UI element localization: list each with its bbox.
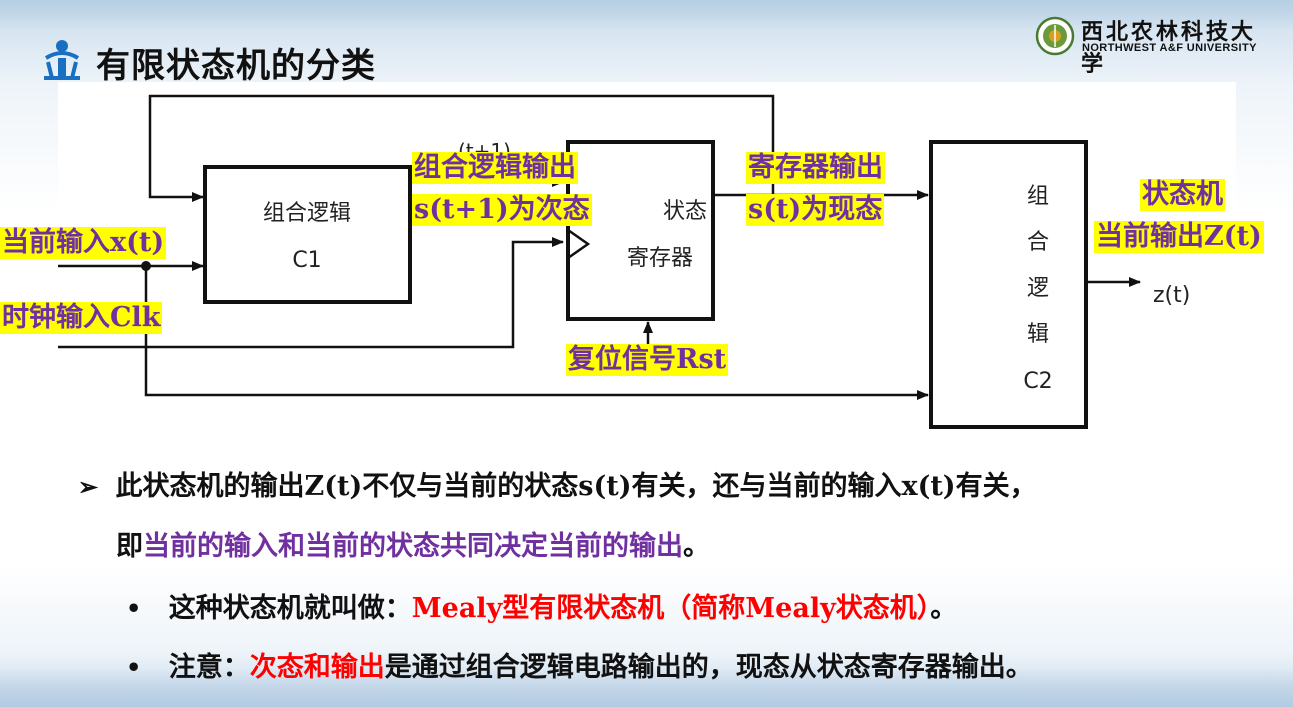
bullet-2: • 这种状态机就叫做：Mealy型有限状态机（简称Mealy状态机）。 <box>126 586 957 625</box>
diagram-lines: 组合逻辑 C1 状态 寄存器 组 合 逻 辑 C2 z(t) (t+1) <box>58 94 1190 429</box>
feedback-line <box>148 94 775 202</box>
bullet-1-text-a: 此状态机的输出Z(t)不仅与当前的状态s(t)有关，还与当前的输入x(t)有关， <box>115 471 1037 502</box>
comb-out-label-1: 组合逻辑输出 <box>412 152 578 184</box>
bullet-1-suffix: 。 <box>683 531 710 562</box>
box-c2 <box>929 140 1088 429</box>
mealy-fsm-diagram: 组合逻辑 C1 状态 寄存器 组 合 逻 辑 C2 z(t) (t+1) 组合逻… <box>0 82 1264 434</box>
c2-label: C2 <box>1023 369 1052 394</box>
reg-label-2: 寄存器 <box>627 246 693 271</box>
bottom-band <box>0 667 1293 707</box>
reg-out-label-1: 寄存器输出 <box>746 152 885 184</box>
bullet-1-prefix: 即 <box>116 531 143 562</box>
arrow-bullet-icon: ➢ <box>78 472 99 501</box>
box-state-register <box>566 140 715 321</box>
c2-char-1: 组 <box>1027 184 1049 209</box>
clock-line <box>58 237 564 349</box>
bullet-1-line-1: ➢ 此状态机的输出Z(t)不仅与当前的状态s(t)有关，还与当前的输入x(t)有… <box>78 464 1037 503</box>
box-c1 <box>203 165 412 304</box>
current-input-label: 当前输入x(t) <box>0 227 167 259</box>
university-logo: 西北农林科技大学 NORTHWEST A&F UNIVERSITY <box>1035 14 1275 77</box>
bullet-1-highlight: 当前的输入和当前的状态共同决定当前的输出 <box>143 531 683 562</box>
logo-english-name: NORTHWEST A&F UNIVERSITY <box>1082 42 1257 54</box>
dot-bullet-icon: • <box>126 653 142 682</box>
reg-out-label-2: s(t)为现态 <box>746 194 885 226</box>
dot-bullet-icon: • <box>126 594 142 623</box>
reg-label-1: 状态 <box>663 199 707 224</box>
bullet-3: • 注意：次态和输出是通过组合逻辑电路输出的，现态从状态寄存器输出。 <box>126 645 1033 684</box>
reset-signal-label: 复位信号Rst <box>566 344 729 376</box>
bullet-2-highlight: Mealy型有限状态机（简称Mealy状态机） <box>411 593 931 624</box>
z-output-label: z(t) <box>1153 283 1190 308</box>
clock-input-label: 时钟输入Clk <box>0 302 163 334</box>
c2-char-3: 逻 <box>1027 276 1049 301</box>
c2-char-2: 合 <box>1027 230 1049 255</box>
bullet-2-prefix: 这种状态机就叫做： <box>168 593 412 624</box>
bullet-3-suffix: 是通过组合逻辑电路输出的，现态从状态寄存器输出。 <box>384 652 1033 683</box>
clock-triangle-icon <box>567 228 591 260</box>
bullet-3-prefix: 注意： <box>168 652 250 683</box>
network-icon <box>44 40 80 80</box>
university-emblem-icon <box>1035 16 1075 56</box>
bullet-2-suffix: 。 <box>930 593 958 624</box>
logo-chinese-name: 西北农林科技大学 <box>1081 19 1257 77</box>
c2-char-4: 辑 <box>1027 322 1049 347</box>
c1-label-1: 组合逻辑 <box>263 201 351 226</box>
bullet-3-highlight: 次态和输出 <box>249 652 385 683</box>
page-title: 有限状态机的分类 <box>96 46 376 86</box>
c1-label-2: C1 <box>292 248 321 273</box>
top-band <box>0 0 1293 30</box>
comb-out-label-2: s(t+1)为次态 <box>412 194 592 226</box>
bullet-1-line-2: 即当前的输入和当前的状态共同决定当前的输出。 <box>116 524 710 563</box>
fsm-out-label-2: 当前输出Z(t) <box>1094 221 1264 253</box>
fsm-out-label-1: 状态机 <box>1140 179 1225 211</box>
